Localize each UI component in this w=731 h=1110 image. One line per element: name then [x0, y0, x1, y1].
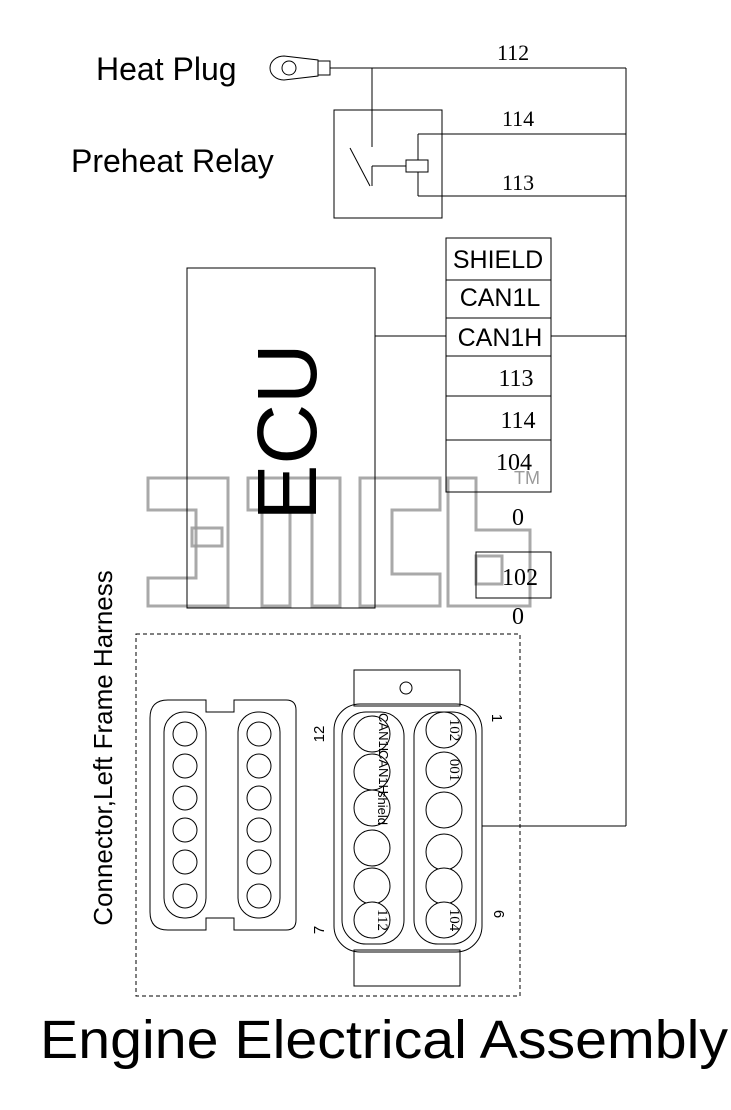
wire-label-114: 114: [502, 106, 534, 131]
connector-label: Connector,Left Frame Harness: [88, 570, 118, 926]
ecu-pin-102: 102: [502, 565, 538, 591]
watermark-logo: TM: [146, 468, 540, 608]
preheat-relay: Preheat Relay: [71, 68, 443, 219]
ecu-label: ECU: [240, 343, 334, 520]
top-wiring: 112 114 113: [330, 40, 627, 826]
wire-label-112: 112: [497, 40, 529, 65]
mating-column-right: [237, 711, 281, 919]
relay-coil: [405, 159, 429, 173]
conn-pin-can1l: CAN1L: [376, 713, 391, 755]
wire-label-113: 113: [502, 170, 534, 195]
preheat-relay-label: Preheat Relay: [71, 143, 274, 179]
conn-pin-can1h: CAN1H: [376, 750, 391, 794]
pin-number-6: 6: [490, 910, 507, 918]
relay-switch: [349, 147, 371, 187]
heat-plug: Heat Plug: [96, 51, 331, 87]
connector-pins-right: 102 001 104: [425, 711, 463, 939]
connector-pins-left: CAN1L CAN1H shield 112: [353, 713, 391, 939]
mating-column-left: [163, 711, 207, 919]
conn-pin-001: 001: [446, 759, 462, 782]
pin-number-1: 1: [488, 714, 505, 722]
ecu-pin-113: 113: [498, 366, 533, 392]
relay-box: [333, 109, 443, 219]
conn-pin-104: 104: [446, 909, 462, 932]
connector-assembly: Connector,Left Frame Harness: [88, 570, 626, 997]
heat-plug-label: Heat Plug: [96, 51, 237, 87]
ecu-pin-can1h: CAN1H: [458, 324, 543, 352]
conn-pin-102: 102: [446, 719, 462, 742]
ecu-box: [186, 267, 376, 609]
conn-pin-112: 112: [374, 909, 390, 931]
watermark-tm: TM: [514, 468, 540, 488]
connector-tab-bottom: [353, 949, 461, 987]
pin-102-box: [475, 551, 552, 599]
connector-tab-top: [353, 669, 461, 707]
mating-pins-left: [172, 721, 198, 909]
mating-connector-body: [149, 699, 297, 931]
connector-body: [333, 703, 483, 953]
connector-column-left: [341, 711, 405, 945]
ecu-pin-0-a: 0: [512, 505, 524, 531]
conn-pin-shield: shield: [375, 791, 390, 825]
pin-number-12: 12: [311, 726, 328, 743]
ecu-pin-0-b: 0: [512, 604, 524, 630]
connector-dashed-box: [135, 633, 521, 997]
ecu-pin-block: SHIELD CAN1L CAN1H 113 114 104 0 102 0: [445, 237, 552, 630]
diagram-title: Engine Electrical Assembly: [40, 1010, 728, 1070]
ecu-pin-104: 104: [496, 450, 532, 476]
connector-latch-hole: [399, 681, 413, 695]
ecu-pin-114: 114: [500, 408, 535, 434]
ecu-pin-can1l: CAN1L: [460, 284, 541, 312]
ecu-pin-shield: SHIELD: [453, 246, 543, 274]
ecu-block: ECU: [186, 267, 626, 609]
mating-pins-right: [246, 721, 272, 909]
pin-number-7: 7: [311, 926, 328, 934]
